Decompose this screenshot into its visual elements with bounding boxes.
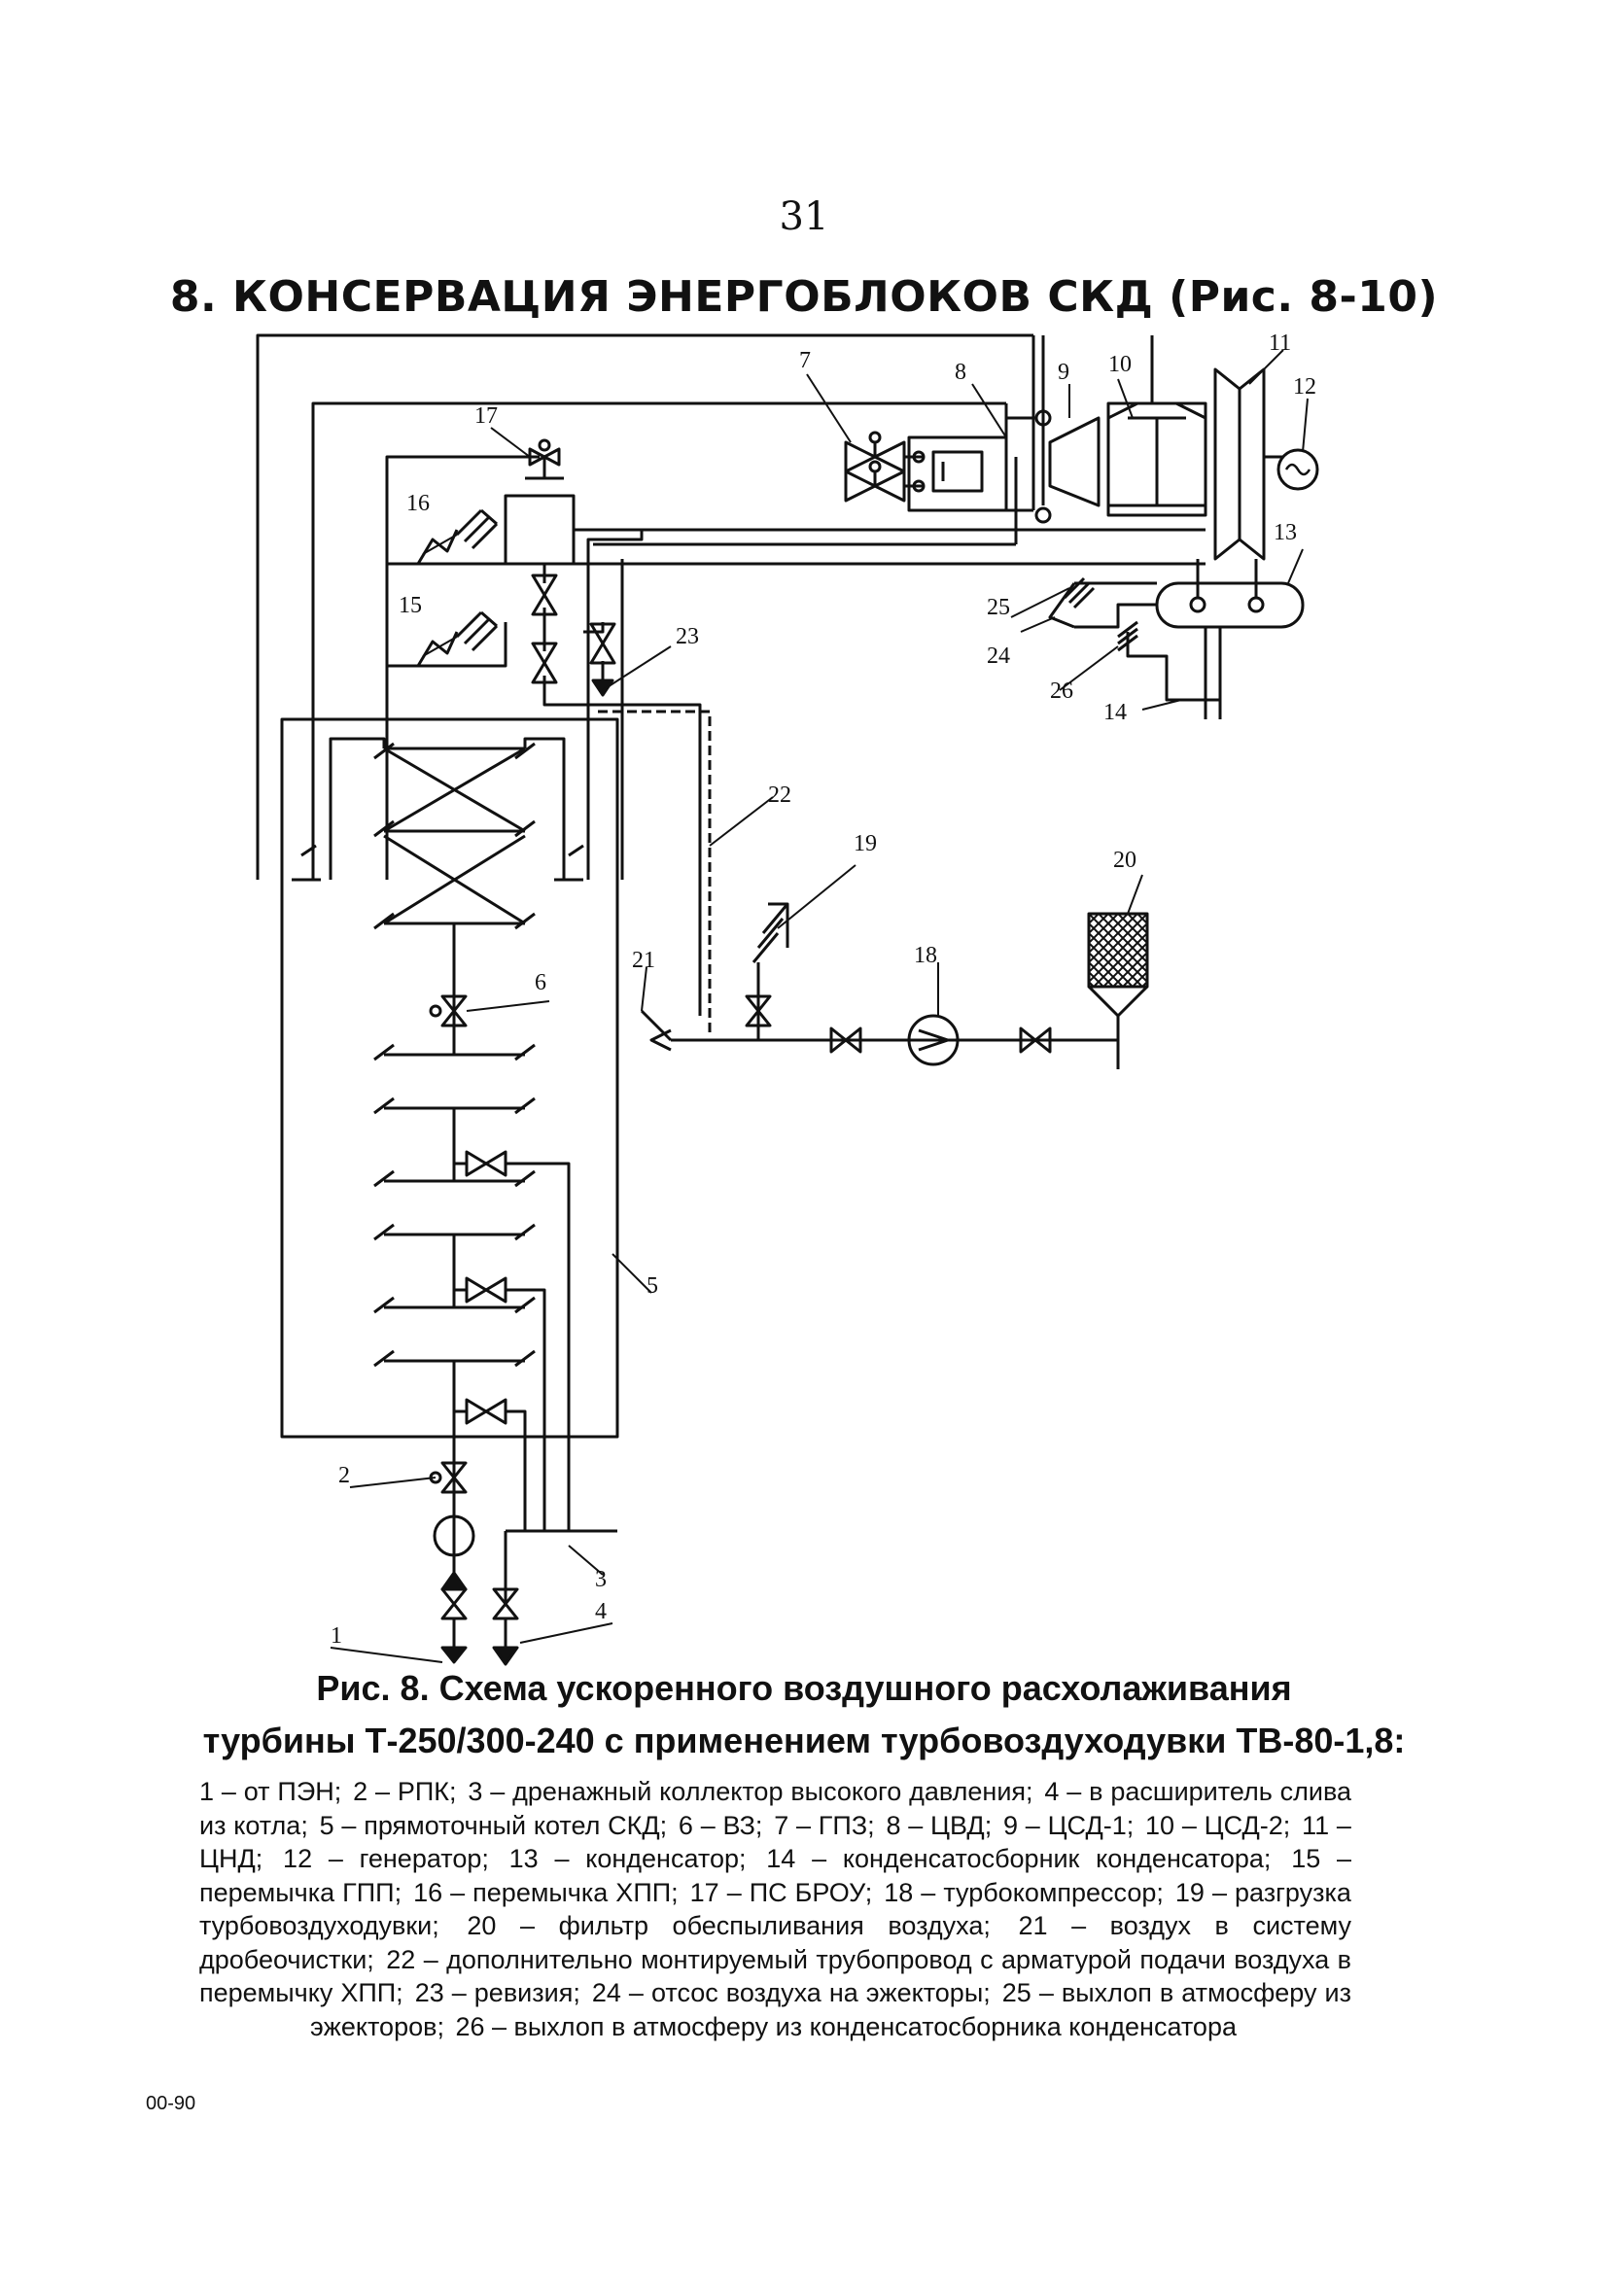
callout-15: 15 [399,593,422,618]
generator-12 [1276,448,1319,491]
condensate-collector-14 [1117,620,1206,702]
lp-cylinder-11 [1213,367,1283,561]
air-cooling-scheme-diagram: 1 2 3 4 5 6 7 8 9 10 11 12 13 14 15 16 1… [256,330,1319,1666]
isolation-valve-6 [429,994,468,1027]
hrh-bypass-15 [416,610,499,667]
bottom-valves [454,1150,617,1604]
additional-air-pipeline-22 [598,710,712,1035]
condenser-13 [1155,559,1305,719]
callout-16: 16 [406,491,430,516]
callout-leaders [330,349,1309,1663]
callout-7: 7 [799,348,811,373]
legend-item: 22 – дополнительно монтируемый трубопров… [199,1944,1351,2008]
legend-item: 23 – ревизия; [414,1978,580,2007]
hrh-drain-valves-23 [531,564,702,1016]
air-line-valve-1 [829,1026,862,1054]
legend-item: 7 – ГПЗ; [774,1810,875,1840]
callout-17: 17 [474,403,498,429]
callout-19: 19 [854,831,877,856]
figure-caption-title-line-2: турбины Т-250/300-240 с применением турб… [202,1721,1406,1760]
legend-item: 18 – турбокомпрессор; [884,1877,1164,1907]
turbocompressor-18 [907,1014,960,1066]
main-steam-valve-7 [844,431,926,503]
callout-20: 20 [1113,848,1136,873]
legend-item: 17 – ПС БРОУ; [689,1877,873,1907]
callout-3: 3 [595,1567,607,1592]
hp-cylinder-8 [907,416,1033,512]
legend-item: 25 – выхлоп в атмосферу из эжекторов; [310,1978,1351,2041]
callout-numbers: 1 2 3 4 5 6 7 8 9 10 11 12 13 14 15 16 1… [331,330,1316,1649]
callout-5: 5 [647,1273,658,1299]
crh-bypass-16 [416,508,499,565]
callout-1: 1 [331,1623,342,1649]
legend-item: 9 – ЦСД-1; [1002,1810,1135,1840]
legend-item: 19 – разгрузка турбовоздуходувки; [199,1877,1351,1941]
callout-4: 4 [595,1599,607,1624]
legend-item: 1 – от ПЭН; [199,1777,342,1806]
ejector-24-25 [1048,576,1157,629]
air-to-shot-cleaning-21 [640,1009,673,1052]
expander-drain-4 [492,1587,519,1666]
legend-item: 20 – фильтр обеспыливания воздуха; [467,1911,991,1940]
callout-18: 18 [914,943,937,968]
callout-14: 14 [1103,700,1127,725]
legend-item: 15 – перемычка ГПП; [199,1844,1352,1907]
figure-legend: 1 – от ПЭН; 2 – РПК; 3 – дренажный колле… [199,1775,1351,2043]
regulating-valve-2 [429,1461,468,1494]
callout-26: 26 [1050,678,1073,704]
blower-unloading-19 [745,902,789,1040]
callout-25: 25 [987,595,1010,620]
callout-9: 9 [1058,360,1069,385]
legend-item: 10 – ЦСД-2; [1145,1810,1291,1840]
air-filter-20 [1087,912,1149,1018]
boiler-outline [280,717,619,1439]
legend-item: 21 – воздух в систему дробеочистки; [199,1911,1351,1974]
legend-item: 11 – ЦНД; [199,1810,1351,1874]
legend-item: 16 – перемычка ХПП; [413,1877,679,1907]
section-title: 8. КОНСЕРВАЦИЯ ЭНЕРГОБЛОКОВ СКД (Рис. 8-… [169,272,1439,322]
callout-24: 24 [987,644,1010,669]
legend-item: 4 – в расширитель слива из котла; [199,1777,1352,1840]
legend-item: 8 – ЦВД; [886,1810,993,1840]
callout-10: 10 [1108,352,1132,377]
steam-pipe-frame [256,333,1206,880]
legend-item: 5 – прямоточный котел СКД; [319,1810,668,1840]
page-number: 31 [779,194,829,239]
legend-item: 24 – отсос воздуха на эжекторы; [591,1978,991,2007]
legend-item: 26 – выхлоп в атмосферу из конденсатосбо… [455,2011,1237,2041]
legend-item: 13 – конденсатор; [508,1844,747,1873]
callout-8: 8 [955,360,966,385]
air-line-valve-2 [1019,1026,1052,1054]
broy-safety-valve-17 [504,438,642,566]
callout-13: 13 [1274,520,1297,545]
feed-pump-1 [433,1514,475,1664]
callout-11: 11 [1269,330,1291,356]
legend-item: 3 – дренажный коллектор высокого давлени… [468,1777,1033,1806]
callout-6: 6 [535,970,546,995]
legend-item: 14 – конденсатосборник конденсатора; [766,1844,1272,1873]
document-code: 00-90 [146,2093,196,2114]
legend-item: 6 – ВЗ; [678,1810,763,1840]
ip-cylinder-1-9 [1048,416,1101,507]
callout-23: 23 [676,624,699,649]
legend-item: 12 – генератор; [283,1844,489,1873]
ip-cylinder-2-10 [1106,335,1207,517]
figure-caption-title-line-1: Рис. 8. Схема ускоренного воздушного рас… [316,1668,1292,1708]
callout-22: 22 [768,783,791,808]
callout-2: 2 [338,1463,350,1488]
air-supply-line [671,1016,1120,1069]
callout-12: 12 [1293,374,1316,400]
callout-21: 21 [632,948,655,973]
boiler-tube-bundles [292,737,584,1555]
legend-item: 2 – РПК; [353,1777,457,1806]
